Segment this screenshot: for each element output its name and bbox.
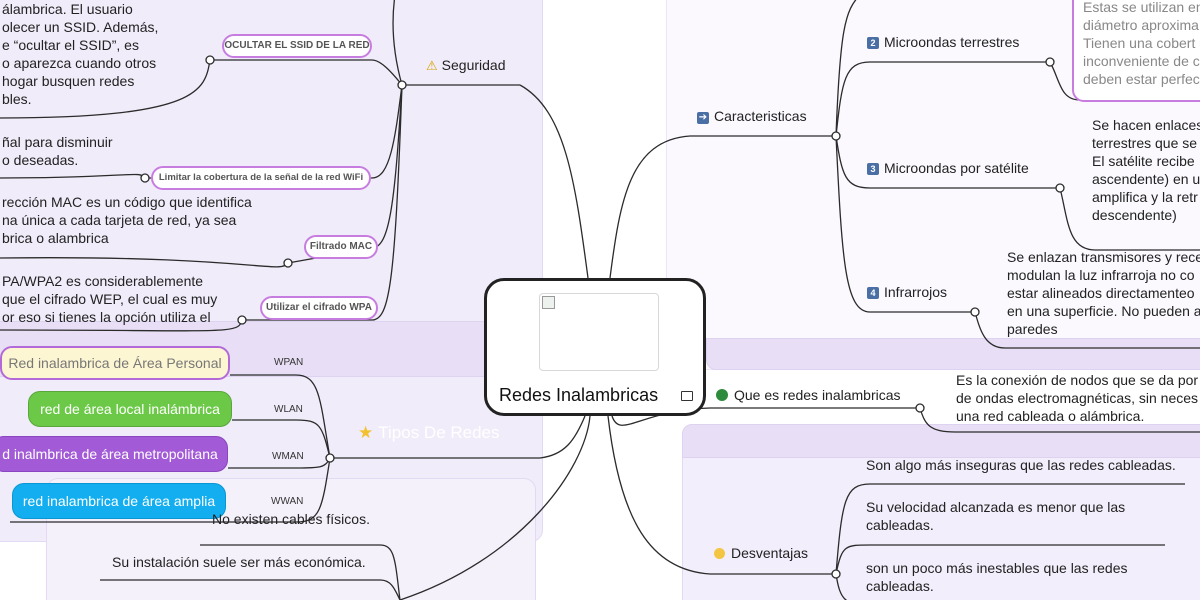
ssid-line-4: o aparezca cuando otros — [2, 55, 157, 71]
ssid-line-3: e “ocultar el SSID”, es — [2, 37, 139, 53]
microondas-terrestres-note — [1072, 0, 1200, 102]
cifrado-wpa-pill[interactable]: Utilizar el cifrado WPA — [260, 296, 378, 320]
central-title: Redes Inalambricas — [499, 385, 659, 405]
que-es-branch[interactable]: Que es redes inalambricas — [716, 387, 901, 403]
star-icon: ★ — [358, 423, 374, 442]
wlan-chip[interactable]: red de área local inalámbrica — [28, 391, 232, 427]
wwan-name: red inalambrica de área amplia — [22, 493, 216, 509]
number-3-icon: 3 — [867, 163, 879, 175]
wman-chip[interactable]: d inalmbrica de área metropolitana — [0, 436, 228, 472]
desventaja-3-line-2: cableadas. — [866, 578, 934, 594]
tipos-branch[interactable]: ★Tipos De Redes — [358, 423, 500, 443]
que-es-label: Que es redes inalambricas — [734, 387, 901, 403]
green-circle-icon — [716, 389, 728, 401]
ssid-line-1: álambrica. El usuario — [2, 1, 133, 17]
mac-line-3: brica o alambrica — [2, 230, 109, 246]
satelite-line-4: ascendente) en u — [1092, 171, 1200, 187]
ventaja-item-2: Su instalación suele ser más económica. — [112, 554, 366, 570]
microondas-terrestres-label: Microondas terrestres — [884, 34, 1020, 50]
infrarrojos-line-2: modulan la luz infrarroja no co — [1007, 267, 1195, 283]
satelite-line-6: descendente) — [1092, 207, 1177, 223]
wlan-name: red de área local inalámbrica — [40, 401, 220, 417]
desventaja-3-line-1: son un poco más inestables que las redes — [866, 560, 1128, 576]
desventaja-1-line-1: Son algo más inseguras que las redes cab… — [866, 457, 1176, 473]
central-node[interactable]: Redes Inalambricas — [484, 278, 706, 416]
wpan-abbr: WPAN — [274, 357, 304, 368]
satelite-line-5: amplifica y la retr — [1092, 189, 1198, 205]
number-2-icon: 2 — [867, 37, 879, 49]
desventajas-label: Desventajas — [731, 545, 809, 561]
tipos-label: Tipos De Redes — [378, 423, 500, 442]
arrow-right-icon: ➔ — [697, 112, 709, 124]
satelite-line-2: terrestres que se — [1092, 135, 1198, 151]
infrarrojos-item[interactable]: 4 Infrarrojos — [867, 284, 947, 300]
infrarrojos-line-1: Se enlazan transmisores y rece — [1007, 249, 1200, 265]
que-es-line-2: de ondas electromagnéticas, sin neces — [956, 390, 1199, 406]
infrarrojos-line-3: estar alineados directamenteo — [1007, 285, 1195, 301]
mac-line-1: rección MAC es un código que identifica — [2, 194, 252, 210]
wpa-line-3: or eso si tienes la opción utiliza el — [2, 309, 211, 325]
ventaja-item-1: No existen cables físicos. — [212, 511, 370, 527]
wpan-chip[interactable]: Red inalambrica de Área Personal — [0, 346, 230, 380]
number-4-icon: 4 — [867, 287, 879, 299]
wlan-abbr: WLAN — [274, 404, 303, 415]
satelite-line-1: Se hacen enlaces — [1092, 117, 1200, 133]
wwan-abbr: WWAN — [271, 496, 304, 507]
seguridad-label: Seguridad — [441, 57, 506, 73]
microondas-satelite-label: Microondas por satélite — [884, 160, 1029, 176]
caracteristicas-branch[interactable]: ➔ Caracteristicas — [697, 108, 807, 124]
cobertura-line-1: ñal para disminuir — [2, 134, 113, 150]
wpa-line-2: que el cifrado WEP, el cual es muy — [2, 291, 218, 307]
terrestres-line-5: deben estar perfec — [1083, 71, 1200, 87]
ssid-line-2: olecer un SSID. Además, — [2, 19, 159, 35]
terrestres-line-2: diámetro aproxima — [1083, 17, 1199, 33]
ocultar-ssid-pill[interactable]: OCULTAR EL SSID DE LA RED — [222, 34, 372, 58]
microondas-terrestres-item[interactable]: 2 Microondas terrestres — [867, 34, 1019, 50]
ssid-line-6: bles. — [2, 91, 32, 107]
terrestres-line-4: inconveniente de c — [1083, 53, 1200, 69]
worried-face-icon — [714, 548, 725, 559]
central-image — [539, 293, 659, 371]
caracteristicas-footer-band — [706, 338, 1200, 370]
desventajas-branch[interactable]: Desventajas — [714, 545, 808, 561]
terrestres-line-3: Tienen una cobert — [1083, 35, 1196, 51]
wman-abbr: WMAN — [272, 451, 304, 462]
ssid-line-5: hogar busquen redes — [2, 73, 135, 89]
seguridad-branch[interactable]: ⚠Seguridad — [426, 57, 505, 74]
satelite-line-3: El satélite recibe — [1092, 153, 1195, 169]
broken-image-icon — [542, 296, 555, 309]
wpan-name: Red inalambrica de Área Personal — [8, 355, 222, 371]
que-es-line-3: una red cableada o alámbrica. — [956, 408, 1145, 424]
caracteristicas-label: Caracteristicas — [714, 108, 807, 124]
limitar-cobertura-pill[interactable]: Limitar la cobertura de la señal de la r… — [151, 166, 371, 190]
wman-name: d inalmbrica de área metropolitana — [2, 446, 218, 462]
filtrado-mac-pill[interactable]: Filtrado MAC — [304, 235, 378, 259]
terrestres-line-1: Estas se utilizan en — [1083, 0, 1200, 15]
que-es-line-1: Es la conexión de nodos que se da por — [956, 372, 1199, 388]
desventajas-header-band — [682, 424, 1200, 458]
infrarrojos-line-4: en una superficie. No pueden a — [1007, 303, 1200, 319]
desventaja-2-line-1: Su velocidad alcanzada es menor que las — [866, 499, 1126, 515]
infrarrojos-label: Infrarrojos — [884, 284, 948, 300]
image-icon[interactable] — [681, 391, 693, 401]
wpa-line-1: PA/WPA2 es considerablemente — [2, 273, 204, 289]
warning-icon: ⚠ — [426, 58, 438, 73]
desventaja-2-line-2: cableadas. — [866, 517, 934, 533]
microondas-satelite-item[interactable]: 3 Microondas por satélite — [867, 160, 1029, 176]
cobertura-line-2: o deseadas. — [2, 152, 79, 168]
mac-line-2: na única a cada tarjeta de red, ya sea — [2, 212, 237, 228]
infrarrojos-line-5: paredes — [1007, 321, 1058, 337]
wwan-chip[interactable]: red inalambrica de área amplia — [12, 483, 226, 519]
